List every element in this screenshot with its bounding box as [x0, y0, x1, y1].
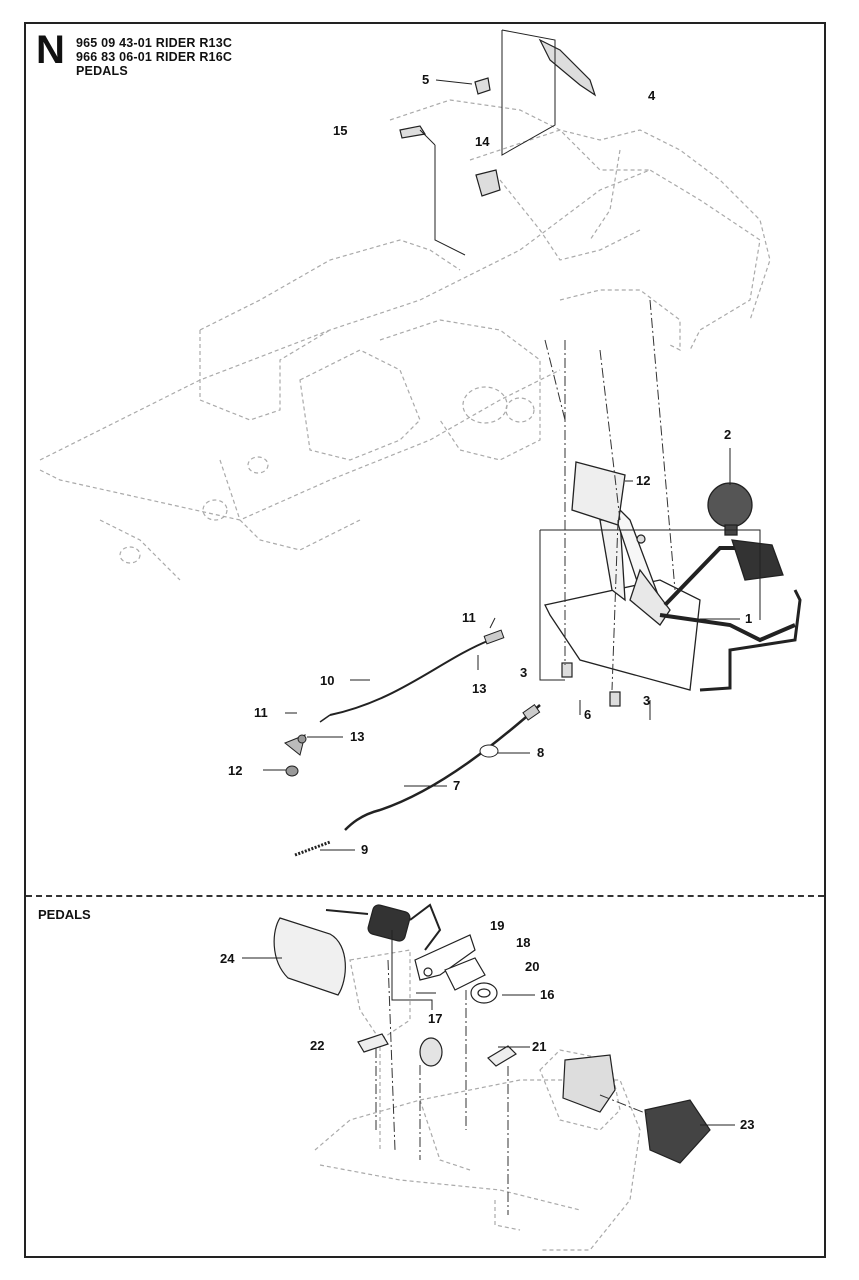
callout-13-upper: 13: [472, 681, 487, 696]
callout-4: 4: [648, 88, 656, 103]
leader-lines: [263, 29, 761, 851]
lower-parts: [273, 903, 711, 1164]
callout-8: 8: [537, 745, 545, 760]
callout-23: 23: [740, 1117, 755, 1132]
small-hardware: [399, 38, 646, 707]
model-line-1: 965 09 43-01 RIDER R13C: [76, 36, 233, 50]
pedals-section-title: PEDALS: [38, 907, 91, 922]
section-divider: [26, 895, 824, 897]
cables-and-spring: [284, 629, 541, 857]
lower-frame-outline: [314, 949, 641, 1251]
callout-7: 7: [453, 778, 461, 793]
callout-15: 15: [333, 123, 348, 138]
diagram-frame: [24, 22, 826, 1258]
callout-13-lower: 13: [350, 729, 365, 744]
callout-14: 14: [475, 134, 490, 149]
callout-17: 17: [428, 1011, 443, 1026]
callout-9: 9: [361, 842, 369, 857]
callout-22: 22: [310, 1038, 325, 1053]
callout-5: 5: [422, 72, 430, 87]
lower-leader-lines: [242, 930, 735, 1215]
pedal-assembly: [544, 461, 802, 692]
callout-1: 1: [745, 611, 753, 626]
section-letter: N: [36, 28, 65, 72]
callout-2: 2: [724, 427, 732, 442]
callout-3-right: 3: [643, 693, 651, 708]
callout-11-lower: 11: [254, 705, 268, 720]
callout-24: 24: [220, 951, 235, 966]
callout-12-lower: 12: [228, 763, 243, 778]
callout-20: 20: [525, 959, 540, 974]
callout-21: 21: [532, 1039, 547, 1054]
rider-frame-outline: [39, 99, 771, 581]
callout-11-upper: 11: [462, 610, 476, 625]
callout-16: 16: [540, 987, 555, 1002]
callout-19: 19: [490, 918, 505, 933]
callout-10: 10: [320, 673, 335, 688]
callout-3-left: 3: [520, 665, 528, 680]
model-line-2: 966 83 06-01 RIDER R16C: [76, 50, 233, 64]
diagram-title: PEDALS: [76, 64, 128, 78]
callout-12-upper: 12: [636, 473, 651, 488]
callout-18: 18: [516, 935, 531, 950]
callout-6: 6: [584, 707, 592, 722]
